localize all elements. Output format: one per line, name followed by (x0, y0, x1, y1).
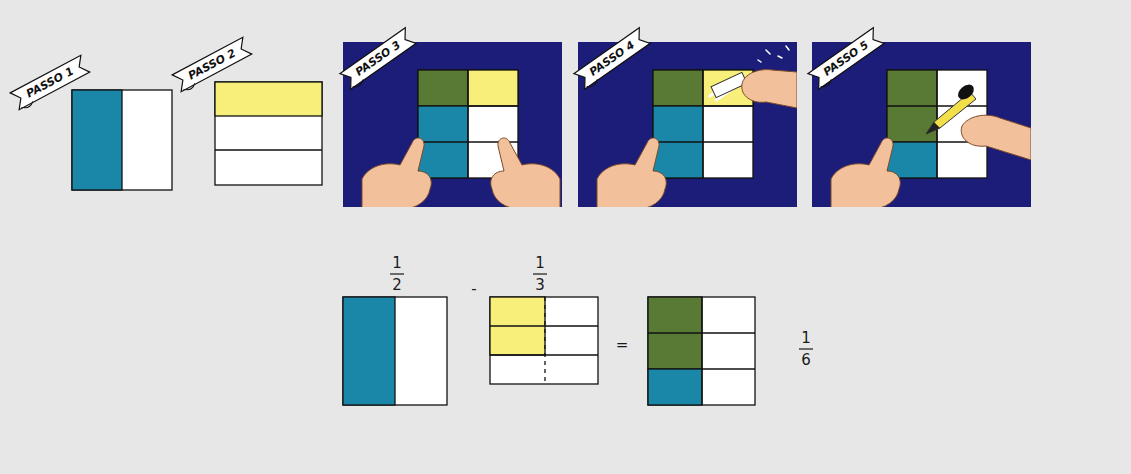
square (648, 297, 755, 405)
ribbon-outline (808, 27, 884, 88)
fraction-digit: 2 (392, 277, 402, 294)
sparkle (786, 46, 789, 50)
operator-sign: = (616, 337, 629, 354)
blue-half (343, 297, 395, 405)
fraction-digit: 1 (535, 255, 545, 272)
ribbon-fold (353, 79, 365, 89)
sparkle (778, 56, 782, 58)
fraction-bars (390, 274, 813, 349)
half-square (343, 297, 447, 405)
square (343, 297, 447, 405)
green-cell (653, 70, 703, 106)
grid-line (467, 70, 468, 178)
third-square (490, 297, 598, 384)
grid-line (215, 149, 322, 150)
sparkle (758, 60, 761, 62)
blue-half (72, 90, 122, 190)
blue-cell (648, 369, 702, 405)
ribbon-outline (10, 55, 90, 109)
operator-sign: - (471, 281, 476, 298)
square (490, 297, 598, 384)
yellow-third (215, 82, 322, 116)
third-square (215, 82, 322, 185)
grid-line (468, 105, 518, 106)
pencil-tip (926, 122, 940, 134)
grid-line (701, 297, 702, 405)
left-hand (362, 138, 431, 207)
square (72, 90, 172, 190)
fraction-digit: 6 (801, 352, 811, 369)
drawing-hand (961, 115, 1031, 160)
fraction-bar (799, 348, 813, 349)
grid-cell (653, 70, 753, 178)
grid-line (490, 354, 598, 355)
square (215, 82, 322, 185)
erasing-hand (742, 70, 797, 108)
ribbon-fold (587, 79, 599, 89)
grid-line (702, 368, 755, 369)
grid (653, 70, 753, 178)
left-hand (597, 138, 666, 207)
half-square (72, 90, 172, 190)
left-hand (831, 138, 900, 207)
fraction-digit: 3 (535, 277, 545, 294)
pencil-end (955, 82, 977, 103)
ribbon-fold (821, 79, 833, 89)
ribbon-fold (183, 83, 196, 92)
sparkle (766, 50, 770, 54)
ribbon-outline (172, 37, 252, 91)
result-square (648, 297, 755, 405)
yellow-cell (468, 70, 518, 106)
fraction-bar (390, 273, 404, 274)
grid-line (702, 70, 703, 178)
grid-line (490, 325, 598, 326)
fraction-bar (533, 273, 547, 274)
green-cell (418, 70, 468, 106)
grid-line (703, 105, 753, 106)
ribbon-outline (340, 27, 416, 88)
ribbon-outline (574, 27, 650, 88)
ribbon-fold (21, 101, 34, 110)
dashed-line (544, 297, 545, 384)
right-hand (491, 138, 560, 207)
sparkles (758, 46, 789, 62)
fraction-digit: 1 (801, 330, 811, 347)
fraction-digit: 1 (392, 255, 402, 272)
